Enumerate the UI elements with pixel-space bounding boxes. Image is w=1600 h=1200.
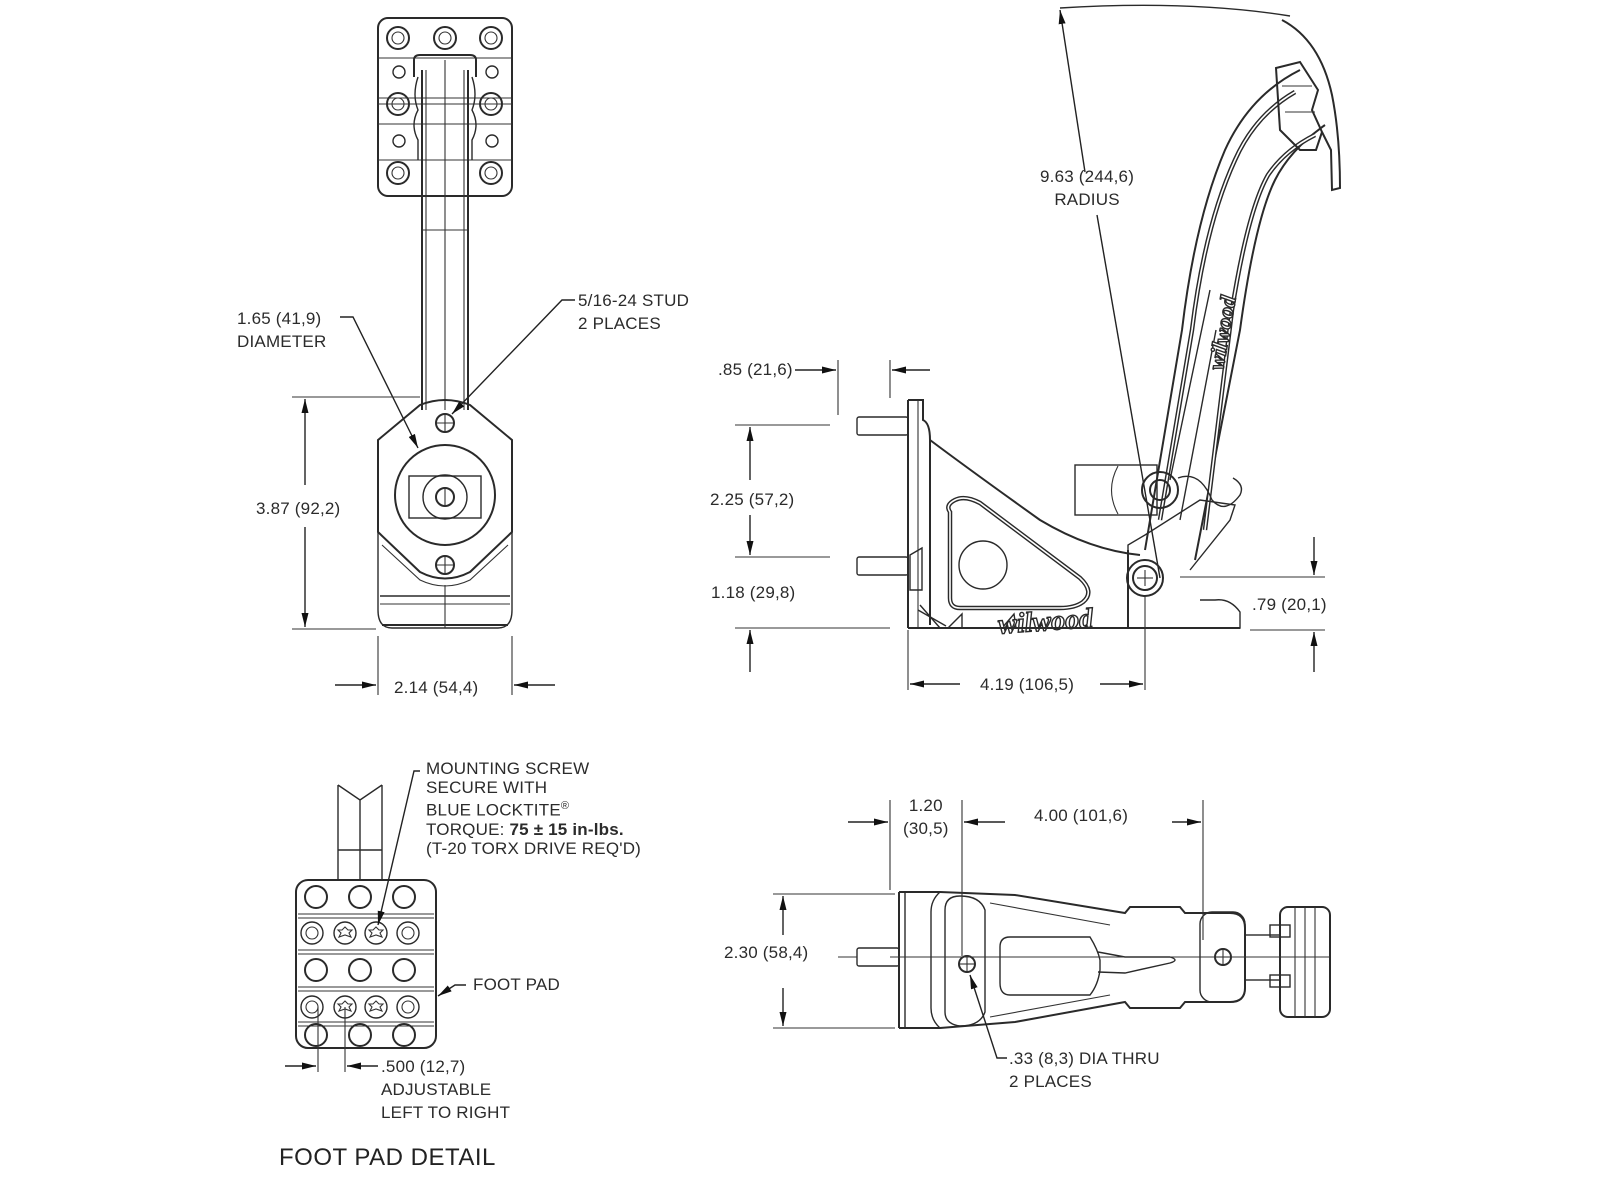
foot-pad-grid <box>298 885 434 1047</box>
screw-note-line2: SECURE WITH <box>426 778 548 797</box>
clevis-block <box>1074 464 1158 516</box>
diameter-leader <box>340 316 419 449</box>
foot-pad-detail-title: FOOT PAD DETAIL <box>279 1144 496 1171</box>
foot-pad-detail-view <box>285 770 466 1072</box>
pivot-height-dimension <box>1180 537 1325 672</box>
top-view <box>773 800 1331 1059</box>
stud-value: 5/16-24 STUD <box>578 291 690 310</box>
front-height-dimension <box>292 396 420 630</box>
base-length-label: 4.19 (106,5) <box>980 675 1075 694</box>
foot-pad-leader <box>437 984 466 997</box>
adjust-dimension-label: .500 (12,7) ADJUSTABLE LEFT TO RIGHT <box>381 1055 510 1124</box>
stud-places: 2 PLACES <box>578 314 661 333</box>
torque-prefix: TORQUE: <box>426 819 510 839</box>
stud-length-dimension <box>795 360 930 415</box>
hole-places: 2 PLACES <box>1009 1072 1092 1091</box>
foot-pad-outline <box>295 879 437 1049</box>
stud-height-label: 1.18 (29,8) <box>711 583 796 602</box>
diameter-value: 1.65 (41,9) <box>237 309 322 328</box>
torx-note: (T-20 TORX DRIVE REQ'D) <box>426 838 642 858</box>
stud-leader <box>451 299 575 415</box>
front-view <box>292 17 575 695</box>
svg-text:wilwood: wilwood <box>1203 293 1241 372</box>
stud-spacing-label: 2.25 (57,2) <box>710 490 795 509</box>
front-view-pedal-arm <box>421 60 469 410</box>
offset-value: 1.20 <box>908 796 943 815</box>
screw-note-line3: BLUE LOCKTITE <box>426 800 561 820</box>
svg-text:wilwood: wilwood <box>997 603 1095 641</box>
side-view-bracket: wilwood <box>856 399 1241 641</box>
stud-spacing-dimension <box>735 424 890 672</box>
top-view-width-dimension <box>773 893 895 1029</box>
radius-arc <box>1059 4 1291 17</box>
pad-holes <box>386 26 503 185</box>
front-width-label: 2.14 (54,4) <box>394 678 479 697</box>
adjust-value: .500 (12,7) <box>381 1057 466 1076</box>
front-width-dimension <box>335 636 555 695</box>
foot-pad-label: FOOT PAD <box>473 975 560 994</box>
radius-value: 9.63 (244,6) <box>1040 167 1135 186</box>
hole-leader <box>969 974 1007 1059</box>
radius-dimension-label: 9.63 (244,6) RADIUS <box>1040 165 1134 211</box>
adjust-line1: ADJUSTABLE <box>381 1080 492 1099</box>
top-view-spacing-dimensions <box>848 800 1204 956</box>
diameter-dimension-label: 1.65 (41,9) DIAMETER <box>237 307 326 353</box>
pivot-height-label: .79 (20,1) <box>1252 595 1327 614</box>
radius-leader-top <box>1058 9 1086 173</box>
stud-length-label: .85 (21,6) <box>718 360 793 379</box>
offset-dimension-label: 1.20 (30,5) <box>903 794 949 840</box>
screw-leader <box>377 770 420 926</box>
screw-note-line1: MOUNTING SCREW <box>426 759 590 778</box>
hole-value: .33 (8,3) DIA THRU <box>1009 1049 1160 1068</box>
top-width-label: 2.30 (58,4) <box>724 943 809 962</box>
side-view: wilwood wilwood <box>735 4 1342 690</box>
registered-mark: ® <box>560 800 570 812</box>
adjust-dimension <box>285 1007 378 1072</box>
front-view-base <box>377 399 513 629</box>
torque-value: 75 ± 15 in-lbs. <box>509 819 624 839</box>
hole-spacing-label: 4.00 (101,6) <box>1034 806 1129 825</box>
mounting-screw-note: MOUNTING SCREW SECURE WITH BLUE LOCKTITE… <box>426 759 641 858</box>
front-height-label: 3.87 (92,2) <box>256 499 341 518</box>
offset-metric: (30,5) <box>903 819 949 838</box>
radius-caption: RADIUS <box>1054 190 1120 209</box>
stud-dimension-label: 5/16-24 STUD 2 PLACES <box>578 289 689 335</box>
diameter-caption: DIAMETER <box>237 332 327 351</box>
hole-dimension-label: .33 (8,3) DIA THRU 2 PLACES <box>1009 1047 1160 1093</box>
radius-leader-bottom <box>1096 214 1161 579</box>
base-length-dimension <box>907 630 1143 690</box>
adjust-line2: LEFT TO RIGHT <box>381 1103 511 1122</box>
side-view-pedal-arm: wilwood <box>1074 19 1342 690</box>
